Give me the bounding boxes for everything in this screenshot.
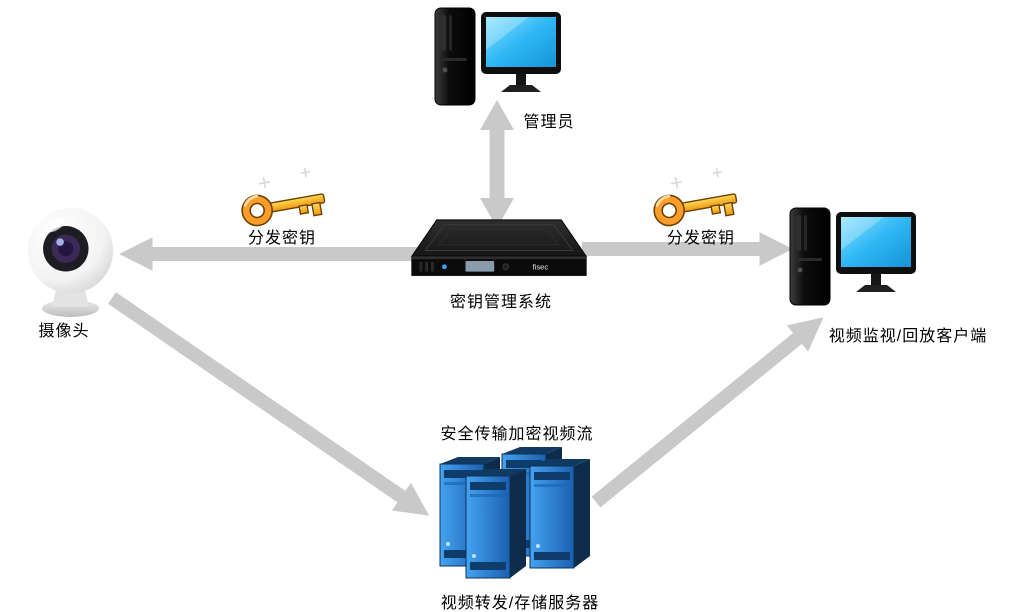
kms-label: 密钥管理系统 [449, 294, 553, 311]
distribute-key-left-label: 分发密钥 [247, 230, 317, 247]
storage-servers-icon [439, 446, 591, 579]
arrow-storage-client [591, 317, 824, 508]
client-computer-icon [789, 207, 917, 306]
storage-tower [465, 468, 527, 579]
admin-label: 管理员 [523, 114, 575, 131]
stream-label: 安全传输加密视频流 [440, 426, 594, 443]
kms-server-icon [411, 219, 587, 276]
storage-tower [529, 458, 591, 569]
distribute-key-right-label: 分发密钥 [666, 230, 736, 247]
arrow-camera-storage [108, 292, 430, 516]
arrow-admin-kms [480, 100, 514, 228]
camera-icon [27, 208, 114, 317]
camera-label: 摄像头 [38, 323, 90, 340]
admin-computer-icon [434, 7, 562, 106]
storage-label: 视频转发/存储服务器 [440, 595, 600, 612]
client-label: 视频监视/回放客户端 [828, 328, 988, 345]
